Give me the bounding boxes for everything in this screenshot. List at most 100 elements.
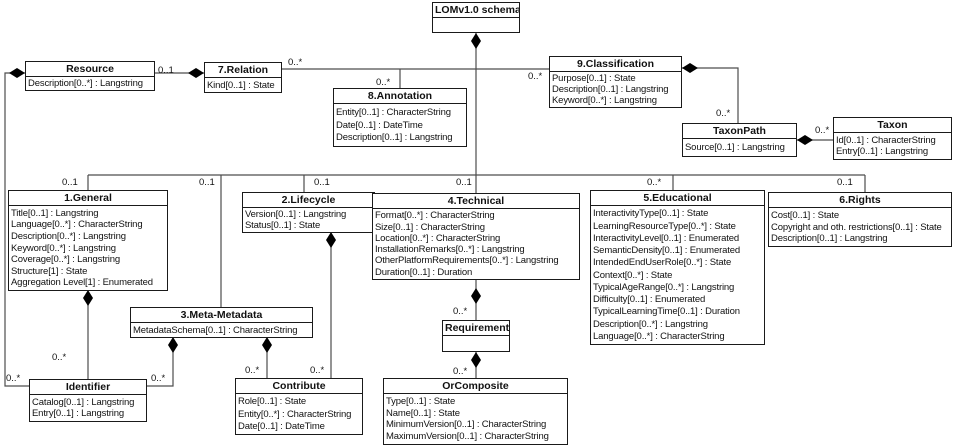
class-attribute: Role[0..1] : State: [238, 396, 307, 408]
class-attribute: Version[0..1] : Langstring: [245, 209, 347, 220]
class-title-technical: 4.Technical: [373, 194, 579, 209]
class-attribute: Title[0..1] : Langstring: [11, 207, 99, 219]
multiplicity-label: 0..1: [456, 177, 472, 188]
class-attribute: Location[0..*] : CharacterString: [375, 232, 501, 244]
multiplicity-label: 0..*: [245, 365, 260, 376]
class-attribute: MaximumVersion[0..1] : CharacterString: [386, 431, 549, 443]
class-attributes-resource: Description[0..*] : Langstring: [26, 77, 154, 90]
class-attributes-metametadata: MetadataSchema[0..1] : CharacterString: [131, 323, 312, 337]
multiplicity-label: 0..*: [151, 373, 166, 384]
multiplicity-label: 0..1: [837, 177, 853, 188]
multiplicity-label: 0..1: [199, 177, 215, 188]
class-attribute: Cost[0..1] : State: [771, 209, 840, 221]
class-box-lom: LOMv1.0 schema: [432, 2, 520, 33]
class-title-contribute: Contribute: [236, 379, 362, 394]
class-title-lom: LOMv1.0 schema: [433, 4, 519, 18]
multiplicity-label: 0..1: [314, 177, 330, 188]
lifecycle-composition-diamond: [326, 232, 336, 248]
class-attribute: TypicalLearningTime[0..1] : Duration: [593, 306, 740, 318]
class-attribute: Aggregation Level[1] : Enumerated: [11, 277, 153, 289]
taxonpath-composition-diamond: [797, 135, 813, 145]
class-attribute: Date[0..1] : DateTime: [238, 420, 325, 432]
class-attribute: Description[0..*] : Langstring: [593, 318, 708, 330]
class-title-requirement: Requirement: [443, 322, 509, 336]
class-attribute: Entry[0..1] : Langstring: [836, 146, 928, 158]
class-attribute: Coverage[0..*] : Langstring: [11, 254, 120, 266]
class-attribute: Language[0..*] : CharacterString: [593, 330, 725, 342]
multiplicity-label: 0..*: [453, 306, 468, 317]
class-title-identifier: Identifier: [30, 380, 146, 395]
class-title-lifecycle: 2.Lifecycle: [243, 193, 374, 208]
class-title-relation: 7.Relation: [205, 63, 281, 78]
class-title-educational: 5.Educational: [591, 191, 764, 206]
class-attribute: OtherPlatformRequirements[0..*] : Langst…: [375, 255, 559, 267]
class-title-metametadata: 3.Meta-Metadata: [131, 308, 312, 323]
class-attribute: Date[0..1] : DateTime: [336, 119, 423, 131]
class-attribute: Keyword[0..*] : Langstring: [11, 242, 116, 254]
class-attribute: Id[0..1] : CharacterString: [836, 134, 936, 146]
class-attribute: Type[0..1] : State: [386, 395, 456, 407]
multiplicity-label: 0..*: [716, 108, 731, 119]
class-attribute: SemanticDensity[0..1] : Enumerated: [593, 245, 740, 256]
edge-metametadata-identifier: [147, 338, 174, 387]
class-attribute: Purpose[0..1] : State: [552, 73, 636, 84]
class-box-requirement: Requirement: [442, 320, 510, 352]
general-composition-diamond: [83, 290, 93, 306]
relation-composition-diamond: [188, 68, 204, 78]
class-empty-compartment-lom: [433, 18, 519, 32]
multiplicity-label: 0..1: [158, 65, 174, 76]
class-title-taxon: Taxon: [834, 118, 951, 133]
class-attribute: Catalog[0..1] : Langstring: [32, 396, 135, 408]
resource-composition-diamond: [9, 68, 25, 78]
class-attribute: MetadataSchema[0..1] : CharacterString: [133, 324, 298, 336]
class-title-general: 1.General: [9, 191, 167, 206]
class-attribute: IntendedEndUserRole[0..*] : State: [593, 257, 732, 269]
multiplicity-label: 0..*: [647, 177, 662, 188]
class-attribute: Status[0..1] : State: [245, 220, 321, 231]
multiplicity-label: 0..*: [815, 125, 830, 136]
class-attribute: Entity[0..*] : CharacterString: [238, 408, 352, 420]
classification-composition-diamond: [682, 63, 698, 73]
class-attribute: Description[0..*] : Langstring: [28, 78, 143, 89]
class-attribute: Kind[0..1] : State: [207, 79, 275, 91]
multiplicity-label: 0..*: [52, 352, 67, 363]
class-attributes-taxonpath: Source[0..1] : Langstring: [683, 139, 796, 156]
class-title-resource: Resource: [26, 62, 154, 77]
class-attribute: InstallationRemarks[0..*] : Langstring: [375, 244, 525, 256]
metametadata-left-composition-diamond: [168, 337, 178, 353]
class-attribute: Structure[1] : State: [11, 265, 88, 277]
class-attribute: TypicalAgeRange[0..*] : Langstring: [593, 281, 735, 293]
technical-composition-diamond: [471, 288, 481, 304]
multiplicity-label: 0..*: [310, 365, 325, 376]
class-attribute: Entry[0..1] : Langstring: [32, 408, 124, 420]
class-attribute: Description[0..1] : Langstring: [552, 84, 669, 95]
lom-composition-diamond: [471, 33, 481, 49]
class-attribute: Description[0..*] : Langstring: [11, 230, 126, 242]
multiplicity-label: 0..*: [6, 373, 21, 384]
class-title-annotation: 8.Annotation: [334, 89, 466, 104]
class-title-rights: 6.Rights: [769, 193, 951, 208]
class-attribute: Name[0..1] : State: [386, 407, 460, 419]
class-attribute: Context[0..*] : State: [593, 269, 673, 281]
class-attribute: Difficulty[0..1] : Enumerated: [593, 294, 706, 305]
class-attribute: Language[0..*] : CharacterString: [11, 219, 143, 231]
requirement-composition-diamond: [471, 352, 481, 368]
